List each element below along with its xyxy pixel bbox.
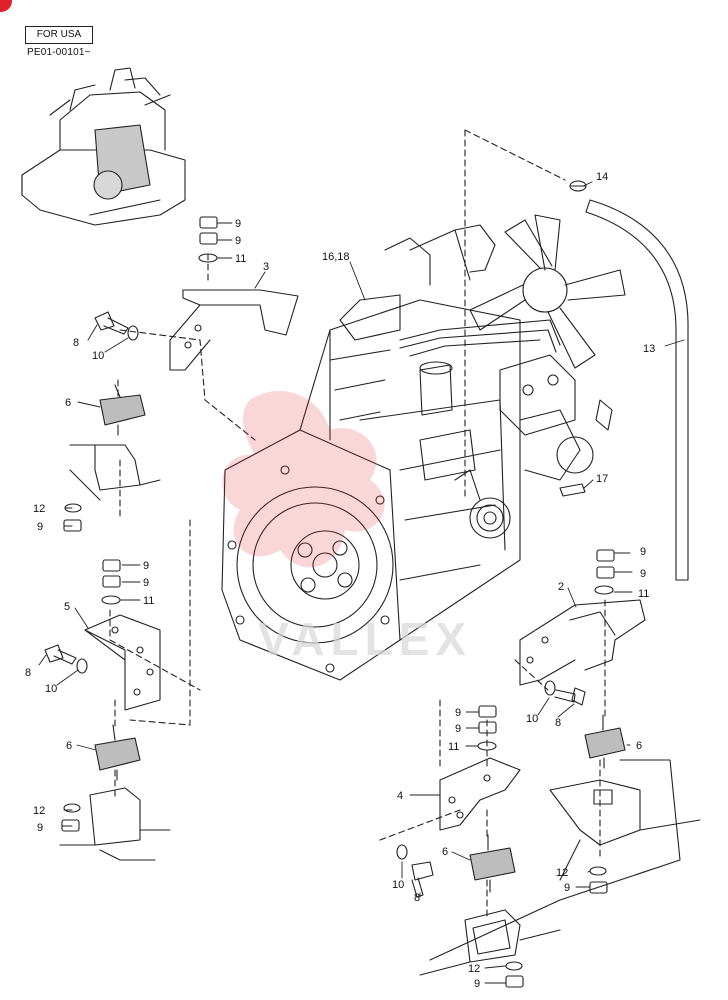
callout-label: 8 bbox=[414, 892, 420, 904]
callout-label: 9 bbox=[474, 978, 480, 990]
callout-label: 6 bbox=[66, 740, 72, 752]
callout-label: 10 bbox=[92, 350, 104, 362]
callout-label: 16,18 bbox=[322, 251, 350, 263]
callout-label: 8 bbox=[73, 337, 79, 349]
engine-assembly bbox=[221, 214, 626, 681]
frame-lower-left bbox=[59, 787, 171, 861]
callout-label: 9 bbox=[640, 568, 646, 580]
callout-label: 10 bbox=[392, 879, 404, 891]
mount-bottom-center bbox=[469, 834, 516, 893]
callout-label: 6 bbox=[442, 846, 448, 858]
callout-label: 9 bbox=[37, 521, 43, 533]
callout-label: 9 bbox=[640, 546, 646, 558]
callout-label: 12 bbox=[468, 963, 480, 975]
bolt-lower-left bbox=[44, 644, 88, 674]
callout-label: 5 bbox=[64, 601, 70, 613]
callout-label: 9 bbox=[143, 577, 149, 589]
bracket-2 bbox=[519, 599, 646, 686]
plug bbox=[559, 483, 586, 497]
callout-label: 17 bbox=[596, 473, 608, 485]
serial-range: PE01-00101~ bbox=[27, 47, 91, 58]
callout-label: 4 bbox=[397, 790, 403, 802]
callout-label: 3 bbox=[263, 261, 269, 273]
callout-label: 9 bbox=[143, 560, 149, 572]
region-label: FOR USA bbox=[25, 26, 93, 44]
callout-label: 9 bbox=[455, 723, 461, 735]
callout-label: 9 bbox=[37, 822, 43, 834]
mount-lower-left bbox=[94, 724, 141, 781]
callout-label: 2 bbox=[558, 581, 564, 593]
nut-stack-bottom-left bbox=[61, 803, 81, 832]
callout-label: 13 bbox=[643, 343, 655, 355]
callout-label: 14 bbox=[596, 171, 608, 183]
nut-stack-lower-left bbox=[101, 559, 121, 605]
callout-label: 6 bbox=[65, 397, 71, 409]
callout-labels: 9 9 11 3 8 10 6 12 9 16,18 14 13 17 9 9 … bbox=[25, 171, 655, 990]
machine-overview-sketch bbox=[21, 67, 186, 226]
radiator-hose bbox=[569, 180, 689, 581]
brand-watermark: VALLEX bbox=[222, 391, 472, 665]
bolt-upper-left bbox=[94, 311, 139, 341]
nut-stack-mid-left bbox=[63, 503, 82, 532]
mount-right bbox=[584, 714, 626, 769]
bracket-5 bbox=[84, 614, 161, 711]
callout-label: 6 bbox=[636, 740, 642, 752]
callout-label: 8 bbox=[555, 717, 561, 729]
bolt-right bbox=[544, 680, 586, 706]
frame-bottom-center bbox=[419, 909, 561, 976]
callout-label: 12 bbox=[33, 805, 45, 817]
callout-label: 12 bbox=[33, 503, 45, 515]
frame-upper-left bbox=[69, 444, 161, 501]
callout-label: 9 bbox=[235, 218, 241, 230]
callout-label: 9 bbox=[235, 235, 241, 247]
frame-right bbox=[429, 759, 701, 961]
callout-label: 11 bbox=[448, 741, 459, 753]
leader-lines bbox=[38, 181, 685, 984]
callout-label: 12 bbox=[556, 867, 568, 879]
mount-upper-left bbox=[99, 384, 146, 436]
callout-label: 11 bbox=[638, 588, 649, 600]
callout-label: 9 bbox=[564, 882, 570, 894]
callout-label: 11 bbox=[235, 253, 246, 265]
bracket-4 bbox=[439, 757, 521, 831]
callout-label: 9 bbox=[455, 707, 461, 719]
nut-stack-right bbox=[594, 549, 615, 595]
callout-label: 11 bbox=[143, 595, 154, 607]
nut-stack-bottom-center-lower bbox=[505, 961, 524, 988]
bracket-3 bbox=[169, 289, 299, 371]
watermark-text: VALLEX bbox=[258, 613, 472, 665]
callout-label: 10 bbox=[526, 713, 538, 725]
callout-label: 8 bbox=[25, 667, 31, 679]
callout-label: 10 bbox=[45, 683, 57, 695]
